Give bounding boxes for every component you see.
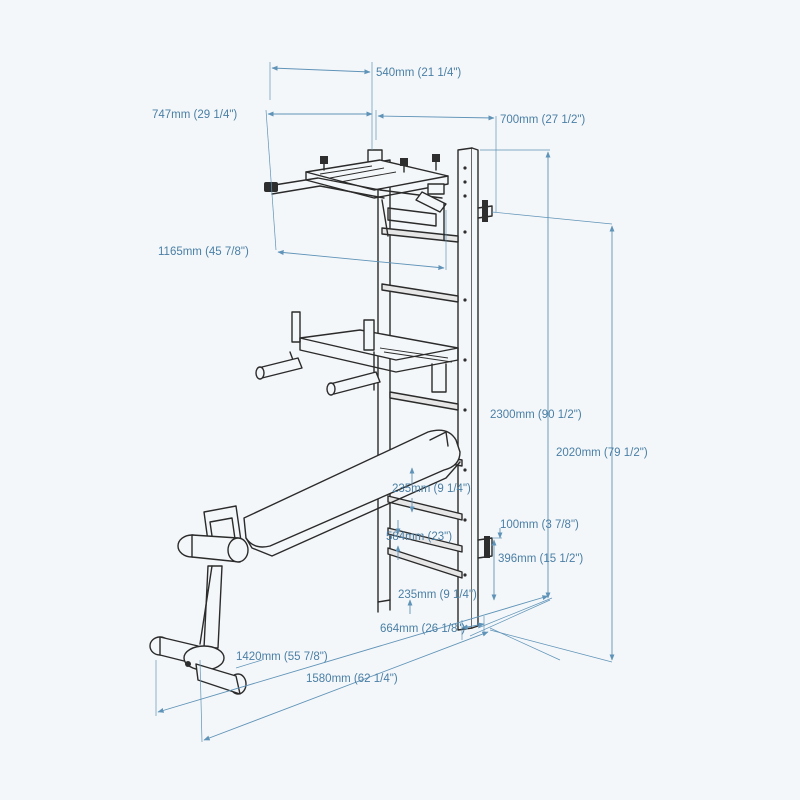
label-depth-747: 747mm (29 1/4"): [152, 109, 237, 121]
label-width-540: 540mm (21 1/4"): [376, 67, 461, 79]
dip-station: [255, 311, 459, 396]
label-spacing-235-upper: 235mm (9 1/4"): [392, 483, 471, 495]
label-spacing-235-lower: 235mm (9 1/4"): [398, 589, 477, 601]
label-length-1580: 1580mm (62 1/4"): [306, 673, 398, 685]
wall-bars-equipment: [149, 147, 493, 695]
label-height-2300: 2300mm (90 1/2"): [490, 409, 582, 421]
label-length-1420: 1420mm (55 7/8"): [236, 651, 328, 663]
label-depth-700: 700mm (27 1/2"): [500, 114, 585, 126]
wall-brackets: [477, 200, 493, 559]
upright-bolts: [463, 166, 467, 577]
label-height-2020: 2020mm (79 1/2"): [556, 447, 648, 459]
dimension-lines: [155, 62, 615, 743]
label-length-1165: 1165mm (45 7/8"): [158, 246, 249, 258]
ladder-rungs: [381, 227, 463, 579]
label-width-664: 664mm (26 1/8"): [380, 623, 465, 635]
label-spacing-396: 396mm (15 1/2"): [498, 553, 583, 565]
label-spacing-584: 584mm (23"): [386, 531, 452, 543]
label-spacing-100: 100mm (3 7/8"): [500, 519, 579, 531]
pull-up-bar: [264, 149, 449, 241]
dimension-labels: 540mm (21 1/4") 747mm (29 1/4") 700mm (2…: [152, 67, 648, 685]
